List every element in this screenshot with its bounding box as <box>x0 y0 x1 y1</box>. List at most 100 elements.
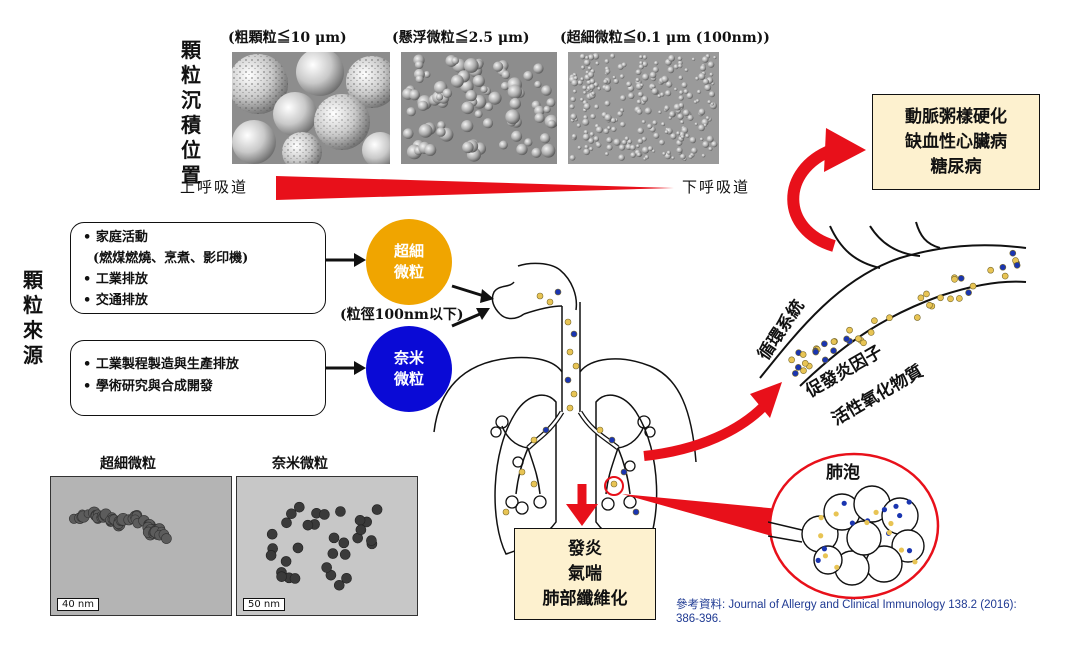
alveoli-particle <box>822 553 829 559</box>
scale-bar: 40 nm <box>57 598 99 611</box>
ultrafine-particle <box>651 149 656 153</box>
effect-text: 動脈粥樣硬化 <box>905 106 1007 127</box>
ultrafine-particle <box>676 147 683 154</box>
ultrafine-particle <box>683 89 689 94</box>
ultrafine-particle <box>678 95 684 101</box>
ultrafine-particle <box>703 123 707 127</box>
ultrafine-particle <box>621 139 627 145</box>
ultrafine-particle <box>679 153 686 160</box>
ultrafine-particle <box>636 99 642 105</box>
fine-particle <box>450 74 464 88</box>
fine-particle <box>484 102 494 111</box>
lung-effects-box: 發炎 氣喘 肺部纖維化 <box>514 528 656 620</box>
nano-grain <box>276 571 287 582</box>
ultrafine-particle <box>604 100 611 107</box>
nano-grain <box>280 556 292 567</box>
lung-particle <box>554 288 562 296</box>
nano-grain <box>292 542 304 554</box>
ultrafine-particle <box>579 97 584 102</box>
circle-text: 奈米 <box>393 349 424 367</box>
fine-particle <box>442 88 453 99</box>
ultrafine-particle <box>618 154 625 161</box>
fine-particle <box>534 80 542 89</box>
ultrafine-particle <box>701 153 706 158</box>
lung-particle <box>566 348 574 356</box>
fine-particle <box>406 107 416 117</box>
alveoli-particle <box>833 511 839 517</box>
ultrafine-particle <box>639 55 643 59</box>
nano-grain <box>338 537 350 549</box>
ultrafine-particle <box>677 63 683 69</box>
ultrafine-particle <box>702 141 710 148</box>
ultrafine-particle <box>576 123 581 128</box>
vessel-particle <box>969 282 977 290</box>
ultrafine-micrograph: 40 nm <box>50 476 232 616</box>
reference-line: 參考資料: Journal of Allergy and Clinical Im… <box>676 599 1017 611</box>
ultrafine-particle <box>620 108 625 113</box>
alveoli-label: 肺泡 <box>826 463 860 483</box>
upper-airway-label: 上呼吸道 <box>180 178 249 196</box>
ultrafine-particle <box>597 86 601 91</box>
lung-particle <box>608 436 616 444</box>
ultrafine-particle <box>604 58 610 64</box>
vessel-particle <box>799 351 807 358</box>
ultrafine-particle <box>582 85 588 91</box>
lung-particle <box>530 436 538 444</box>
ultrafine-particle <box>682 109 690 117</box>
ultrafine-particle <box>593 136 600 142</box>
alveoli-particle <box>834 564 840 570</box>
ultrafine-particle <box>618 144 626 151</box>
ultrafine-particle <box>612 75 616 79</box>
vessel-particle <box>937 294 944 302</box>
fine-particle <box>409 89 420 101</box>
ultrafine-particle <box>673 87 678 91</box>
vessel-particle <box>795 364 802 371</box>
inhale-arrows <box>451 284 494 328</box>
nano-micrograph-title: 奈米微粒 <box>272 456 328 472</box>
source-item: • 交通排放 <box>83 293 148 308</box>
fine-particle <box>524 138 533 147</box>
ultrafine-particle <box>706 135 714 143</box>
ultrafine-particle <box>587 66 592 71</box>
alveoli-particle <box>906 548 913 554</box>
ultrafine-particle <box>569 104 575 110</box>
ultrafine-particle <box>685 133 690 138</box>
ultrafine-particle <box>588 54 595 61</box>
fine-particle <box>543 105 551 114</box>
ultrafine-particle <box>636 144 640 148</box>
lung-particle <box>566 404 574 412</box>
fine-particle <box>423 70 431 78</box>
ultrafine-particle <box>583 90 587 95</box>
fine-particle <box>482 118 494 129</box>
fine-particle <box>424 144 437 157</box>
vessel-particle <box>956 295 963 302</box>
cardiovascular-effects-box: 動脈粥樣硬化 缺血性心臟病 糖尿病 <box>872 94 1040 190</box>
vessel-particle <box>867 329 875 336</box>
ultrafine-particle <box>603 79 608 84</box>
ultrafine-particle <box>702 78 710 85</box>
ultrafine-particle <box>678 75 684 81</box>
coarse-size-label: (粗顆粒≦10 μm) <box>228 30 347 46</box>
vessel-particle <box>843 335 850 343</box>
nano-grain <box>355 524 367 536</box>
source-arrow <box>326 361 366 375</box>
ultrafine-particle <box>637 91 644 98</box>
vessel-particle <box>923 290 930 298</box>
nano-source-box: • 工業製程製造與生產排放 • 學術研究與合成開發 <box>70 340 326 416</box>
ultrafine-particle <box>639 61 643 65</box>
fine-particle <box>501 70 511 80</box>
ultrafine-particle <box>705 116 710 120</box>
fine-particle-image <box>401 52 557 164</box>
fine-particle <box>505 109 521 125</box>
ultrafine-particle <box>651 88 659 95</box>
vessel-particle <box>886 314 893 322</box>
nano-grain <box>302 519 314 531</box>
ultrafine-particle <box>577 80 583 86</box>
coarse-particle-image <box>232 52 390 164</box>
reference-citation: 參考資料: Journal of Allergy and Clinical Im… <box>676 598 1076 626</box>
ultrafine-particle <box>587 71 595 78</box>
ultrafine-particle <box>610 53 616 59</box>
ultrafine-particle <box>680 120 685 125</box>
ultrafine-particle <box>687 114 694 121</box>
ultrafine-particle <box>658 110 662 114</box>
